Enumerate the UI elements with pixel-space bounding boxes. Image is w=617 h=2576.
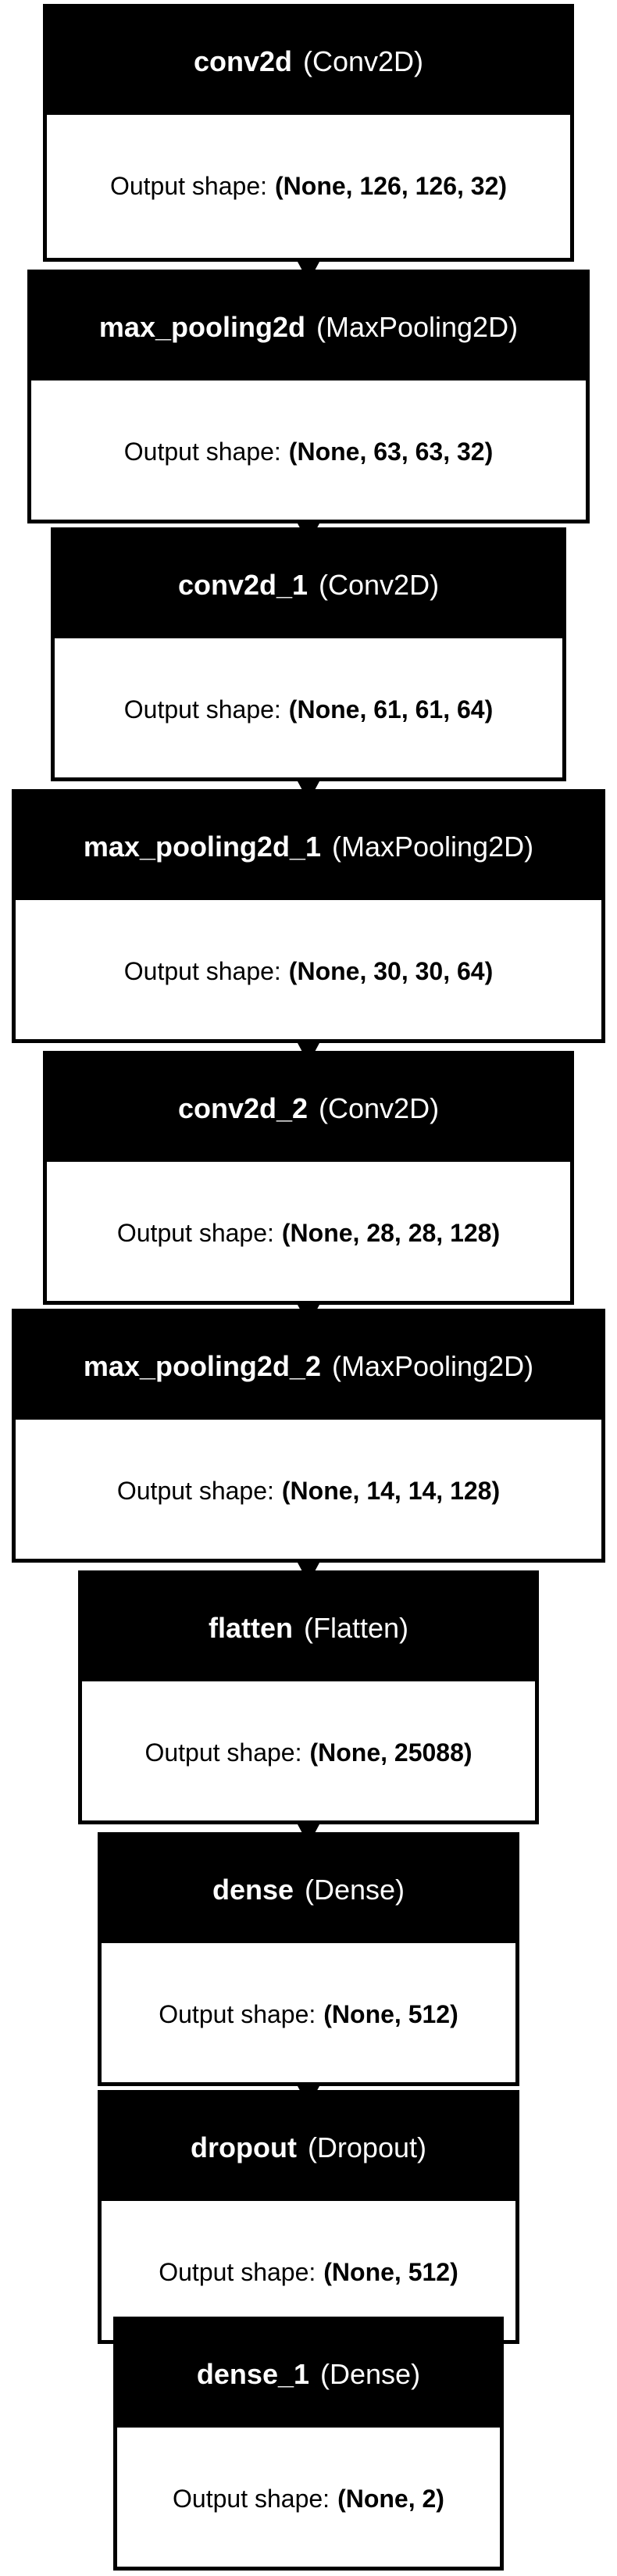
output-shape-label: Output shape:	[123, 695, 281, 723]
layer-name: dense_1	[196, 2357, 310, 2390]
output-shape-label: Output shape:	[123, 957, 281, 985]
arrow-head-icon	[298, 1563, 319, 1583]
layer-type: (Dense)	[320, 2357, 421, 2390]
output-shape-value: (None, 28, 28, 128)	[281, 1219, 501, 1247]
output-shape-label: Output shape:	[144, 1738, 302, 1767]
arrow-head-icon	[298, 2086, 319, 2106]
layer-type: (Conv2D)	[303, 45, 424, 77]
layer-name: max_pooling2d_1	[83, 830, 321, 863]
output-shape-value: (None, 126, 126, 32)	[275, 172, 508, 200]
arrow-head-icon	[298, 262, 319, 282]
output-shape-value: (None, 512)	[323, 2000, 458, 2028]
layer-output: Output shape: (None, 25088)	[82, 1681, 535, 1824]
layer-type: (MaxPooling2D)	[331, 830, 534, 863]
layer-name: max_pooling2d_2	[83, 1349, 321, 1382]
layer-type: (Dense)	[305, 1873, 405, 1906]
layer-node-dropout: dropout (Dropout) Output shape: (None, 5…	[98, 2090, 519, 2344]
layer-name: conv2d_2	[177, 1091, 308, 1124]
layer-output: Output shape: (None, 61, 61, 64)	[55, 638, 562, 781]
layer-type: (Conv2D)	[319, 1091, 440, 1124]
arrow-head-icon	[298, 1824, 319, 1845]
layer-output: Output shape: (None, 14, 14, 128)	[16, 1420, 601, 1563]
layer-node-flatten: flatten (Flatten) Output shape: (None, 2…	[78, 1570, 539, 1824]
arrow-head-icon	[298, 781, 319, 802]
output-shape-value: (None, 2)	[337, 2485, 444, 2513]
layer-name: dropout	[190, 2131, 297, 2163]
layer-type: (Dropout)	[307, 2131, 426, 2163]
output-shape-label: Output shape:	[159, 2000, 316, 2028]
output-shape-value: (None, 25088)	[309, 1738, 473, 1767]
layer-node-conv2d-2: conv2d_2 (Conv2D) Output shape: (None, 2…	[43, 1051, 574, 1305]
arrow-head-icon	[298, 2344, 319, 2364]
arrow-head-icon	[298, 1305, 319, 1325]
layer-node-max-pooling2d-2: max_pooling2d_2 (MaxPooling2D) Output sh…	[12, 1309, 605, 1563]
arrow-head-icon	[298, 523, 319, 544]
layer-output: Output shape: (None, 30, 30, 64)	[16, 900, 601, 1043]
output-shape-value: (None, 63, 63, 32)	[288, 438, 494, 466]
layer-header: flatten (Flatten)	[82, 1574, 535, 1681]
layer-header: conv2d (Conv2D)	[47, 8, 570, 115]
output-shape-label: Output shape:	[123, 438, 281, 466]
layer-name: max_pooling2d	[98, 310, 305, 343]
layer-header: conv2d_1 (Conv2D)	[55, 531, 562, 638]
layer-header: max_pooling2d (MaxPooling2D)	[31, 273, 586, 381]
layer-header: dense (Dense)	[102, 1836, 515, 1943]
layer-name: conv2d_1	[177, 568, 308, 601]
layer-output: Output shape: (None, 28, 28, 128)	[47, 1162, 570, 1305]
layer-type: (Flatten)	[303, 1611, 409, 1644]
output-shape-value: (None, 30, 30, 64)	[288, 957, 494, 985]
layer-name: dense	[212, 1873, 294, 1906]
layer-name: flatten	[208, 1611, 293, 1644]
layer-output: Output shape: (None, 126, 126, 32)	[47, 115, 570, 258]
output-shape-label: Output shape:	[173, 2485, 330, 2513]
layer-output: Output shape: (None, 63, 63, 32)	[31, 381, 586, 523]
layer-output: Output shape: (None, 512)	[102, 1943, 515, 2086]
output-shape-value: (None, 61, 61, 64)	[288, 695, 494, 723]
layer-type: (MaxPooling2D)	[316, 310, 519, 343]
layer-header: max_pooling2d_2 (MaxPooling2D)	[16, 1313, 601, 1420]
layer-name: conv2d	[193, 45, 292, 77]
output-shape-value: (None, 512)	[323, 2258, 458, 2286]
layer-node-max-pooling2d: max_pooling2d (MaxPooling2D) Output shap…	[27, 270, 590, 523]
arrow-head-icon	[298, 1043, 319, 1063]
layer-header: dense_1 (Dense)	[117, 2321, 500, 2428]
layer-node-conv2d: conv2d (Conv2D) Output shape: (None, 126…	[43, 4, 574, 262]
layer-node-dense-1: dense_1 (Dense) Output shape: (None, 2)	[113, 2317, 504, 2571]
layer-node-conv2d-1: conv2d_1 (Conv2D) Output shape: (None, 6…	[51, 527, 566, 781]
layer-header: conv2d_2 (Conv2D)	[47, 1055, 570, 1162]
layer-header: dropout (Dropout)	[102, 2094, 515, 2201]
output-shape-label: Output shape:	[116, 1477, 274, 1505]
layer-header: max_pooling2d_1 (MaxPooling2D)	[16, 793, 601, 900]
layer-output: Output shape: (None, 512)	[102, 2201, 515, 2344]
output-shape-value: (None, 14, 14, 128)	[281, 1477, 501, 1505]
layer-type: (MaxPooling2D)	[331, 1349, 534, 1382]
layer-node-max-pooling2d-1: max_pooling2d_1 (MaxPooling2D) Output sh…	[12, 789, 605, 1043]
output-shape-label: Output shape:	[116, 1219, 274, 1247]
output-shape-label: Output shape:	[159, 2258, 316, 2286]
layer-type: (Conv2D)	[319, 568, 440, 601]
layer-node-dense: dense (Dense) Output shape: (None, 512)	[98, 1832, 519, 2086]
layer-output: Output shape: (None, 2)	[117, 2428, 500, 2571]
output-shape-label: Output shape:	[109, 172, 267, 200]
